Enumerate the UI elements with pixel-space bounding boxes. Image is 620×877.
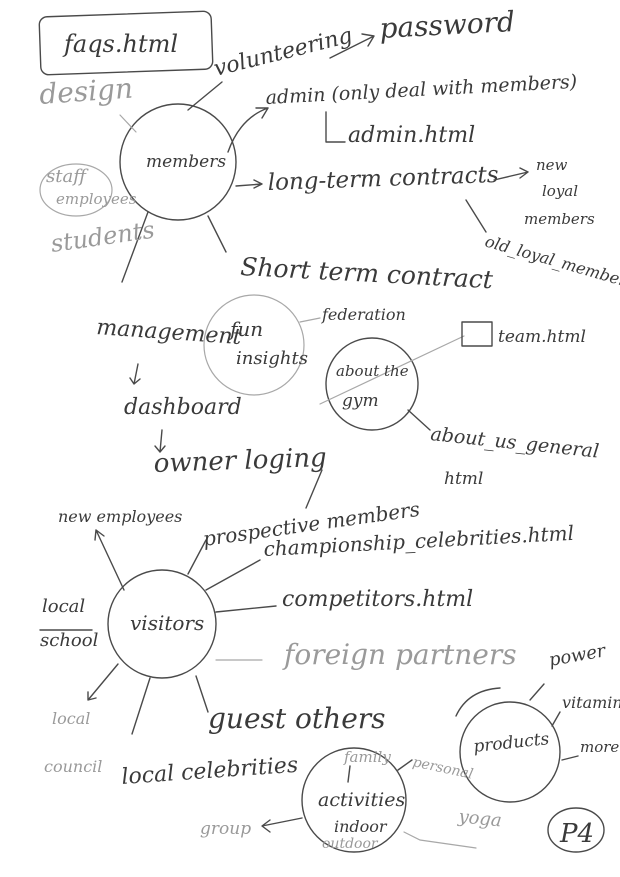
products-node: [459, 701, 561, 803]
faqs-box: [38, 10, 214, 76]
management-arrow: [129, 363, 141, 385]
volunteering-label: volunteering: [211, 23, 355, 82]
members-node: [119, 103, 237, 221]
activities-node: [301, 747, 407, 853]
members-line-downright: [207, 215, 227, 253]
federation-label: federation: [321, 305, 406, 324]
dashboard-arrow: [154, 429, 166, 453]
outdoor-label: outdoor: [322, 836, 379, 852]
group-arrow: [261, 817, 303, 833]
faqs-label: faqs.html: [62, 30, 178, 58]
team-box: [461, 321, 493, 347]
about-us-line: [407, 409, 431, 431]
fun-label: fun: [228, 317, 263, 341]
fun-insights-node: [203, 294, 305, 396]
yoga-label: yoga: [456, 806, 502, 832]
new-members-label: members: [524, 210, 595, 228]
new-employees-arrow: [94, 529, 125, 591]
local-council-label-1: local: [52, 709, 90, 728]
personal-line: [397, 759, 413, 771]
staff-faint: staff: [46, 166, 89, 187]
admin-arrow: [227, 107, 269, 153]
prospective-line: [187, 539, 207, 575]
old-loyal-label: old_loyal_members: [483, 232, 620, 293]
admin-label: admin (only deal with members): [265, 71, 578, 109]
new-label: new: [536, 156, 568, 174]
vitamin-line: [551, 711, 561, 727]
local-celebrities-line: [131, 677, 151, 735]
visitors-label: visitors: [130, 611, 204, 635]
management-label: management: [96, 315, 243, 350]
competitors-line: [215, 605, 277, 613]
members-label: members: [146, 152, 226, 172]
short-term-label: Short term contract: [240, 252, 495, 294]
indoor-label: indoor: [334, 817, 388, 836]
admin-html-label: admin.html: [348, 123, 475, 148]
local-celebrities-label: local celebrities: [121, 753, 299, 790]
about-us-label: about_us_general: [429, 423, 600, 463]
about-gym-cross: [319, 335, 465, 405]
products-arc: [455, 687, 501, 717]
long-term-label: long-term contracts: [267, 162, 499, 196]
activities-label: activities: [318, 789, 405, 811]
members-line-upleft: [119, 114, 137, 133]
championship-line: [205, 559, 261, 591]
power-line: [529, 683, 545, 701]
power-label: power: [547, 640, 608, 671]
visitors-node: [107, 569, 217, 679]
design-label: design: [38, 72, 134, 111]
students-faint: students: [49, 216, 156, 258]
local-council-arrow: [87, 663, 119, 701]
guest-line: [195, 675, 209, 713]
long-term-arrow: [493, 167, 529, 181]
employees-faint: employees: [56, 190, 137, 208]
family-label: family: [343, 748, 391, 766]
new-employees-label: new employees: [58, 507, 182, 526]
admin-html-bracket: [325, 111, 346, 143]
dashboard-label: dashboard: [124, 395, 242, 420]
loyal-label: loyal: [542, 182, 578, 200]
gym-label: gym: [342, 391, 379, 411]
about-us-ext-label: html: [444, 469, 483, 489]
outdoor-ext-line: [403, 831, 477, 849]
owner-login-label: owner loging: [153, 443, 327, 479]
insights-label: insights: [236, 348, 308, 369]
password-label: password: [379, 5, 516, 45]
page-number-loop: [547, 807, 605, 853]
local-school-label-2: school: [40, 630, 99, 651]
old-loyal-line: [465, 199, 487, 233]
local-council-label-2: council: [44, 757, 102, 776]
members-line-right: [235, 179, 263, 189]
foreign-label: foreign partners: [282, 638, 517, 671]
federation-line: [299, 317, 321, 323]
password-arrow: [329, 33, 375, 59]
members-line-down: [121, 211, 149, 283]
about-gym-node: [325, 337, 419, 431]
owner-login-tail: [305, 469, 323, 509]
guest-label: guest others: [208, 702, 386, 735]
family-line: [347, 765, 351, 783]
more-label: more: [580, 738, 619, 756]
team-html-label: team.html: [498, 327, 586, 347]
personal-label: personal: [411, 754, 474, 782]
about-the-label: about the: [336, 362, 409, 380]
more-line: [561, 755, 579, 761]
staff-faint-loop: [39, 163, 113, 217]
vitamin-label: vitamin: [562, 693, 620, 712]
page-number: P4: [559, 819, 594, 849]
local-school-label-1: local: [42, 596, 85, 617]
products-label: products: [472, 729, 550, 757]
volunteering-line: [187, 81, 223, 111]
group-label: group: [200, 819, 251, 839]
competitors-label: competitors.html: [282, 587, 473, 612]
